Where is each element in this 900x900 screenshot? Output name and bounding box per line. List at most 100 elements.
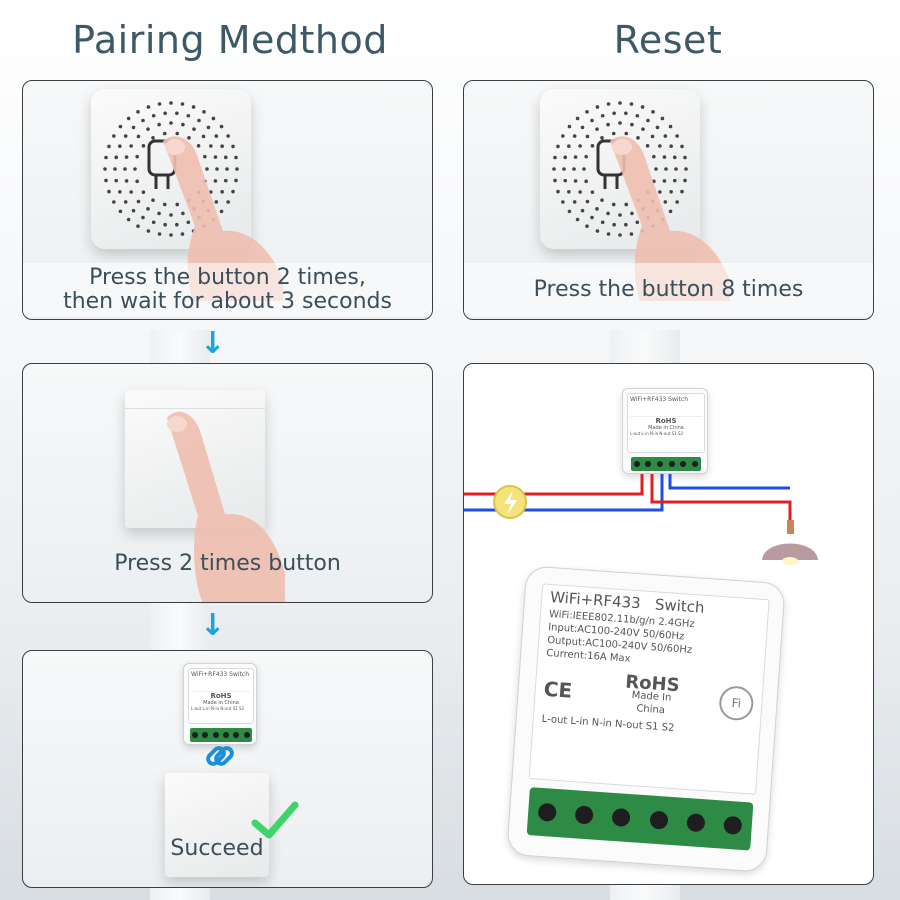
decor-dot <box>141 215 145 220</box>
decor-dot <box>640 105 645 109</box>
decor-dot <box>572 167 576 171</box>
decor-dot <box>563 178 568 183</box>
decor-dot <box>630 211 634 216</box>
decor-dot <box>129 144 133 148</box>
decor-dot <box>585 134 590 139</box>
decor-dot <box>141 190 146 194</box>
decor-dot <box>123 200 128 204</box>
pairing-step-2-panel: Press 2 times button <box>22 363 433 603</box>
decor-dot <box>157 102 162 106</box>
wifi-badge-icon: Fi <box>718 684 755 721</box>
decor-dot <box>553 178 557 183</box>
decor-dot <box>124 155 129 159</box>
decor-dot <box>133 167 137 171</box>
decor-dot <box>606 122 610 127</box>
reset-caption: Press the button 8 times <box>464 263 873 317</box>
finger-press-image <box>167 411 285 602</box>
decor-dot <box>606 102 611 106</box>
decor-dot <box>104 178 108 183</box>
decor-dot <box>595 105 600 109</box>
decor-dot <box>641 127 645 131</box>
decor-dot <box>624 202 629 207</box>
decor-dot <box>191 105 196 109</box>
decor-dot <box>672 155 677 160</box>
decor-dot <box>590 190 595 194</box>
decor-dot <box>118 189 122 194</box>
decor-dot <box>567 144 571 149</box>
decor-dot <box>197 118 201 123</box>
module-made-in: Made in China <box>648 425 684 431</box>
decor-dot <box>669 144 673 149</box>
decor-dot <box>584 179 588 184</box>
decor-dot <box>114 155 119 160</box>
caption-line-2: then wait for about 3 seconds <box>63 289 392 314</box>
decor-dot <box>662 155 667 159</box>
decor-dot <box>674 167 678 171</box>
decor-dot <box>630 122 634 127</box>
decor-dot <box>573 155 578 159</box>
decor-dot <box>136 134 141 139</box>
decor-dot <box>567 189 571 194</box>
ce-mark: CE <box>543 676 573 703</box>
decor-dot <box>675 200 679 204</box>
decor-dot <box>684 167 688 171</box>
switch-module-small: WiFi+RF433 Switch RoHS Made in China L-o… <box>183 663 257 745</box>
decor-dot <box>226 134 230 138</box>
decor-dot <box>624 222 628 227</box>
decor-dot <box>600 220 605 225</box>
decor-dot <box>175 222 179 227</box>
module-type: Switch <box>668 396 689 403</box>
decor-dot <box>683 155 687 160</box>
decor-dot <box>136 110 140 114</box>
checkmark-icon <box>251 801 299 839</box>
module-brand: WiFi+RF433 <box>630 396 667 403</box>
decor-dot <box>146 105 151 109</box>
arrow-down-icon: ↓ <box>200 608 226 643</box>
decor-dot <box>664 167 668 171</box>
decor-dot <box>157 211 161 216</box>
decor-dot <box>163 111 167 116</box>
decor-dot <box>606 232 611 236</box>
module-type: Switch <box>654 595 706 617</box>
decor-dot <box>157 122 161 127</box>
decor-dot <box>645 144 650 148</box>
decor-dot <box>129 190 133 194</box>
decor-dot <box>211 116 216 121</box>
decor-dot <box>668 124 673 129</box>
terminal-block <box>631 457 701 471</box>
decor-dot <box>175 111 179 116</box>
decor-dot <box>169 233 173 237</box>
decor-dot <box>196 144 201 148</box>
decor-dot <box>180 232 185 236</box>
decor-dot <box>123 167 127 171</box>
decor-dot <box>181 122 185 127</box>
decor-dot <box>582 167 586 171</box>
decor-dot <box>118 124 123 129</box>
caption-line-1: Press the button 2 times, <box>89 265 366 290</box>
decor-dot <box>163 222 167 227</box>
decor-dot <box>187 136 191 140</box>
decor-dot <box>162 131 167 136</box>
decor-dot <box>556 189 560 194</box>
module-pins: L-out L-in N-in N-out S1 S2 <box>630 431 684 436</box>
reset-panel: Press the button 8 times <box>463 80 874 320</box>
module-made-in: Made in China <box>203 700 239 706</box>
decor-dot <box>126 116 131 121</box>
decor-dot <box>595 229 600 233</box>
decor-dot <box>151 113 156 118</box>
decor-dot <box>624 111 628 116</box>
decor-dot <box>226 200 230 204</box>
decor-dot <box>169 213 173 217</box>
decor-dot <box>214 200 219 204</box>
wiring-diagram <box>464 474 818 565</box>
decor-dot <box>624 131 629 136</box>
decor-dot <box>662 179 667 183</box>
decor-dot <box>580 125 585 130</box>
decor-dot <box>131 208 136 213</box>
decor-dot <box>181 211 185 216</box>
module-rohs: RoHS <box>655 417 677 425</box>
decor-dot <box>658 144 662 148</box>
decor-dot <box>131 125 136 130</box>
pairing-step-1-panel: Press the button 2 times, then wait for … <box>22 80 433 320</box>
finger-press-image <box>163 136 283 301</box>
